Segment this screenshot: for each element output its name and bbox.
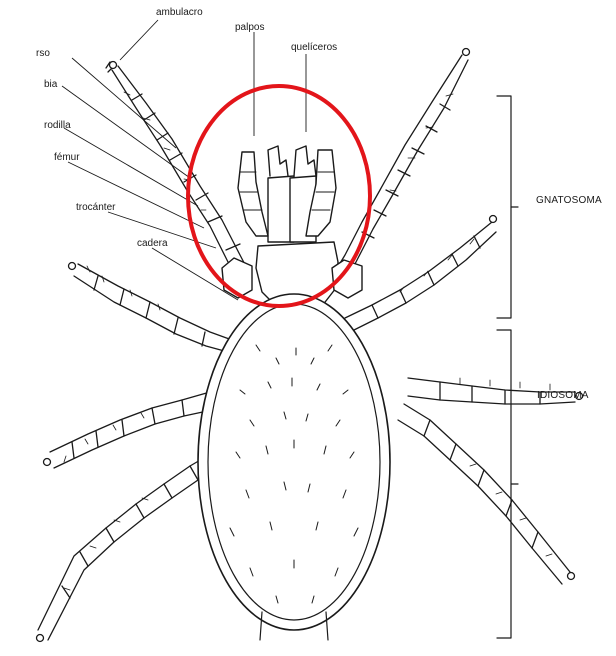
leg-2-right xyxy=(345,216,497,333)
palp-left xyxy=(238,152,268,236)
label-gnatosoma: GNATOSOMA xyxy=(536,195,602,206)
leg-4-left xyxy=(37,452,223,642)
label-tarso: rso xyxy=(36,48,50,59)
label-ambulacro: ambulacro xyxy=(156,7,203,18)
leg-1-left xyxy=(106,62,252,286)
region-labels: GNATOSOMA IDIOSOMA xyxy=(536,195,602,401)
label-cadera: cadera xyxy=(137,238,168,249)
label-palpos: palpos xyxy=(235,22,264,33)
gnatosoma-bracket xyxy=(497,96,511,318)
leg-4-right xyxy=(398,404,575,584)
label-trocanter: trocánter xyxy=(76,202,116,213)
idiosoma-outer xyxy=(198,294,390,630)
idiosoma xyxy=(198,294,390,640)
label-femur: fémur xyxy=(54,152,80,163)
label-queliceros: quelíceros xyxy=(291,42,337,53)
idiosoma-bracket xyxy=(497,330,511,638)
leg-1-right xyxy=(330,49,470,289)
region-brackets xyxy=(497,96,518,638)
leg-3-left xyxy=(44,392,213,468)
label-rodilla: rodilla xyxy=(44,120,71,131)
label-tibia: bia xyxy=(44,79,58,90)
gnathosoma xyxy=(222,146,362,312)
leg-2-left xyxy=(69,263,233,353)
label-idiosoma: IDIOSOMA xyxy=(537,390,589,401)
